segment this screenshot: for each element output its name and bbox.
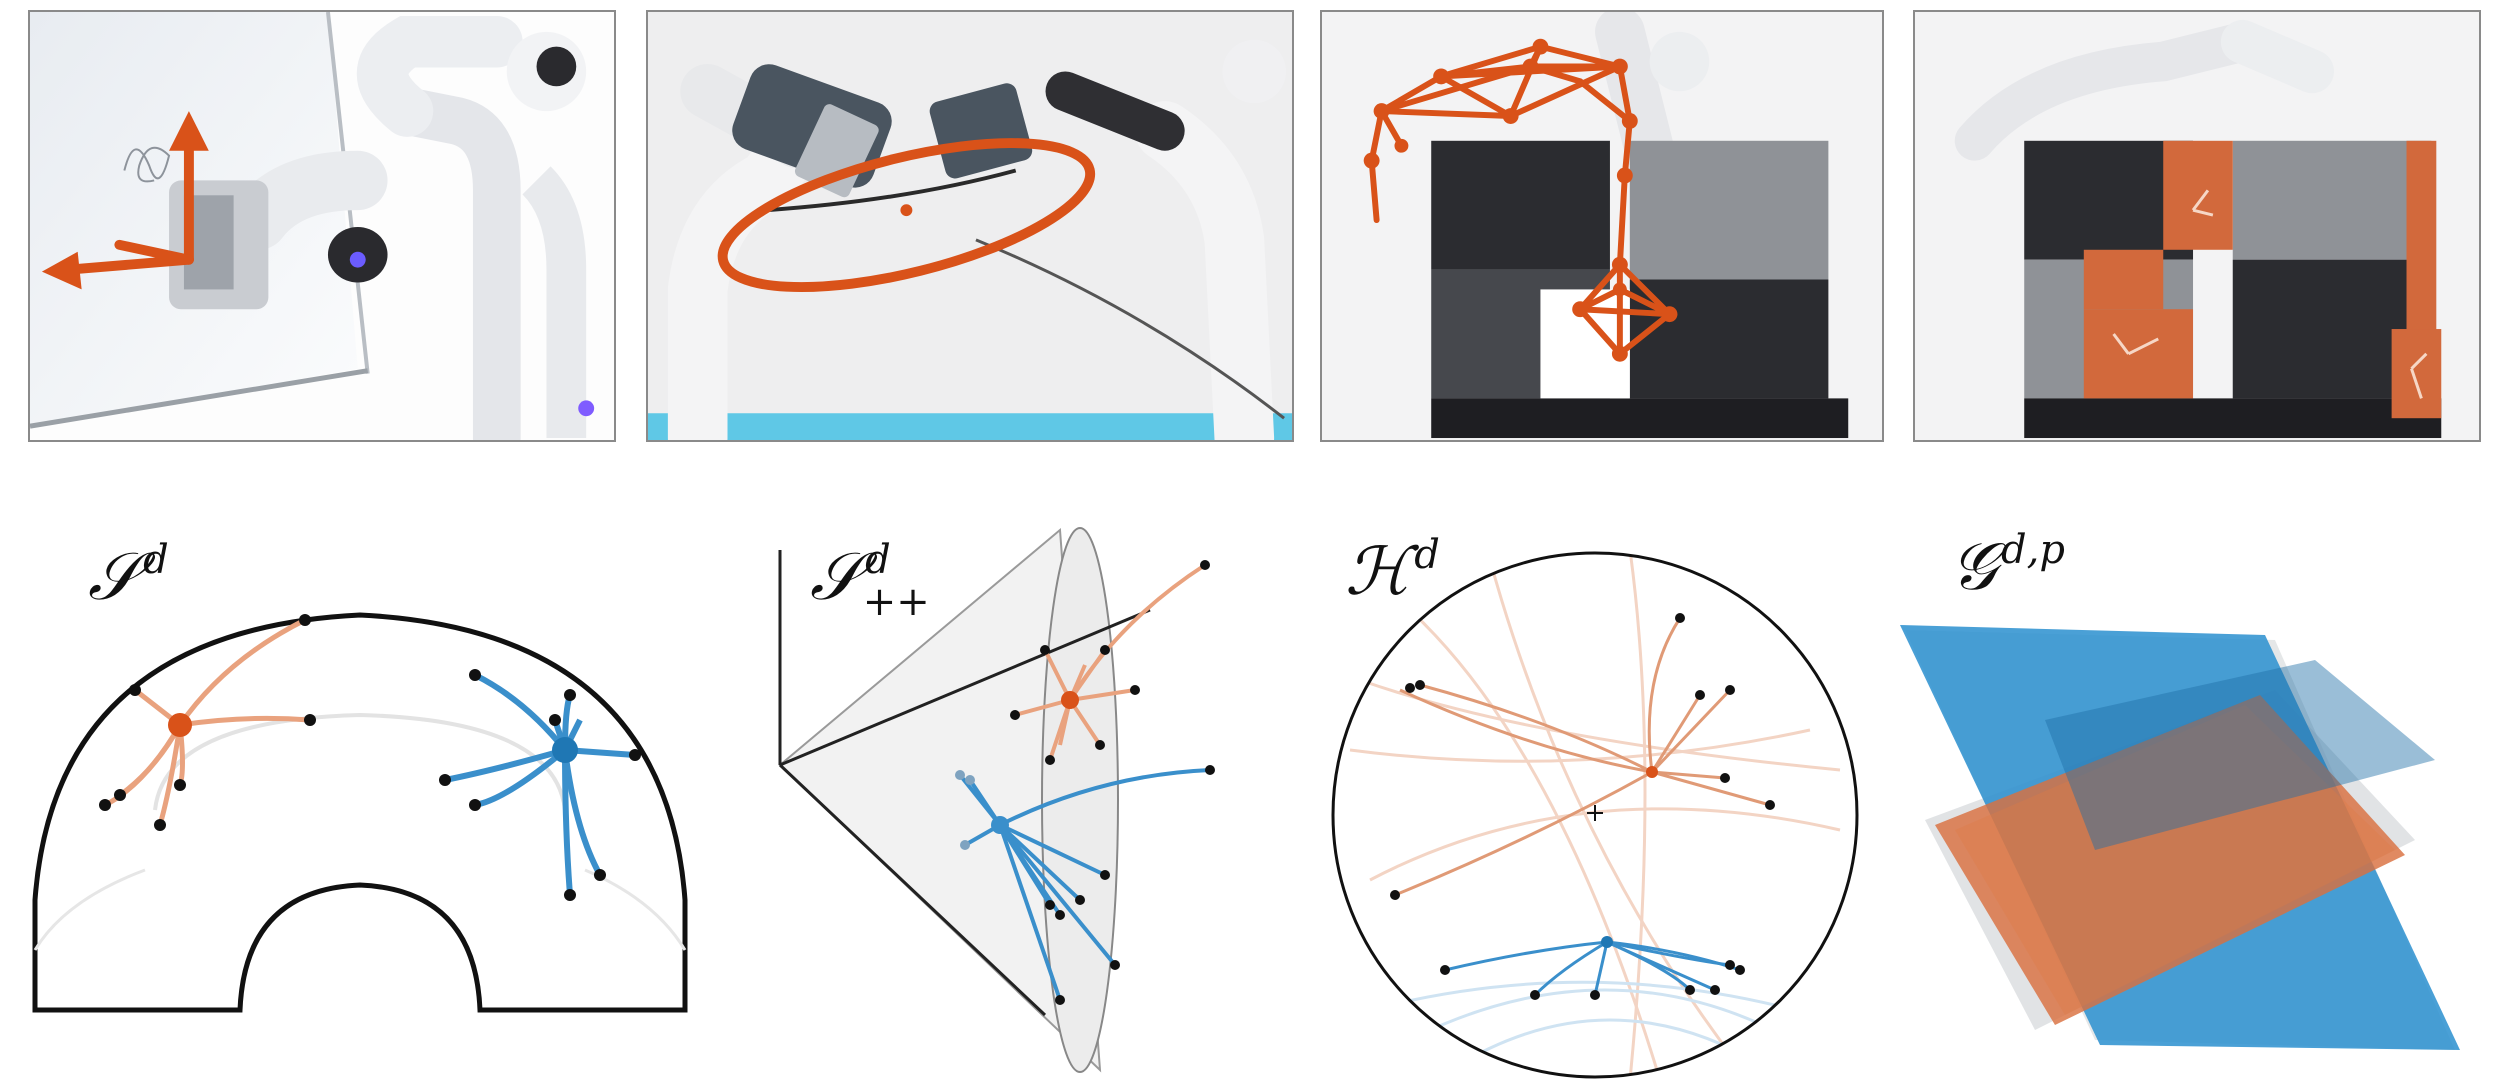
- robot-graph-photo: [1320, 10, 1884, 442]
- hyperbolic-disk-plot: [1330, 550, 1860, 1080]
- dual-arm-ellipse-photo: [646, 10, 1294, 442]
- robot-whiteboard-photo: [28, 10, 616, 442]
- robot-boxes-photo: [1913, 10, 2481, 442]
- spd-cone-plot: [760, 520, 1240, 1080]
- grassmann-plot: [1895, 610, 2475, 1060]
- sphere-plot: [25, 570, 695, 1020]
